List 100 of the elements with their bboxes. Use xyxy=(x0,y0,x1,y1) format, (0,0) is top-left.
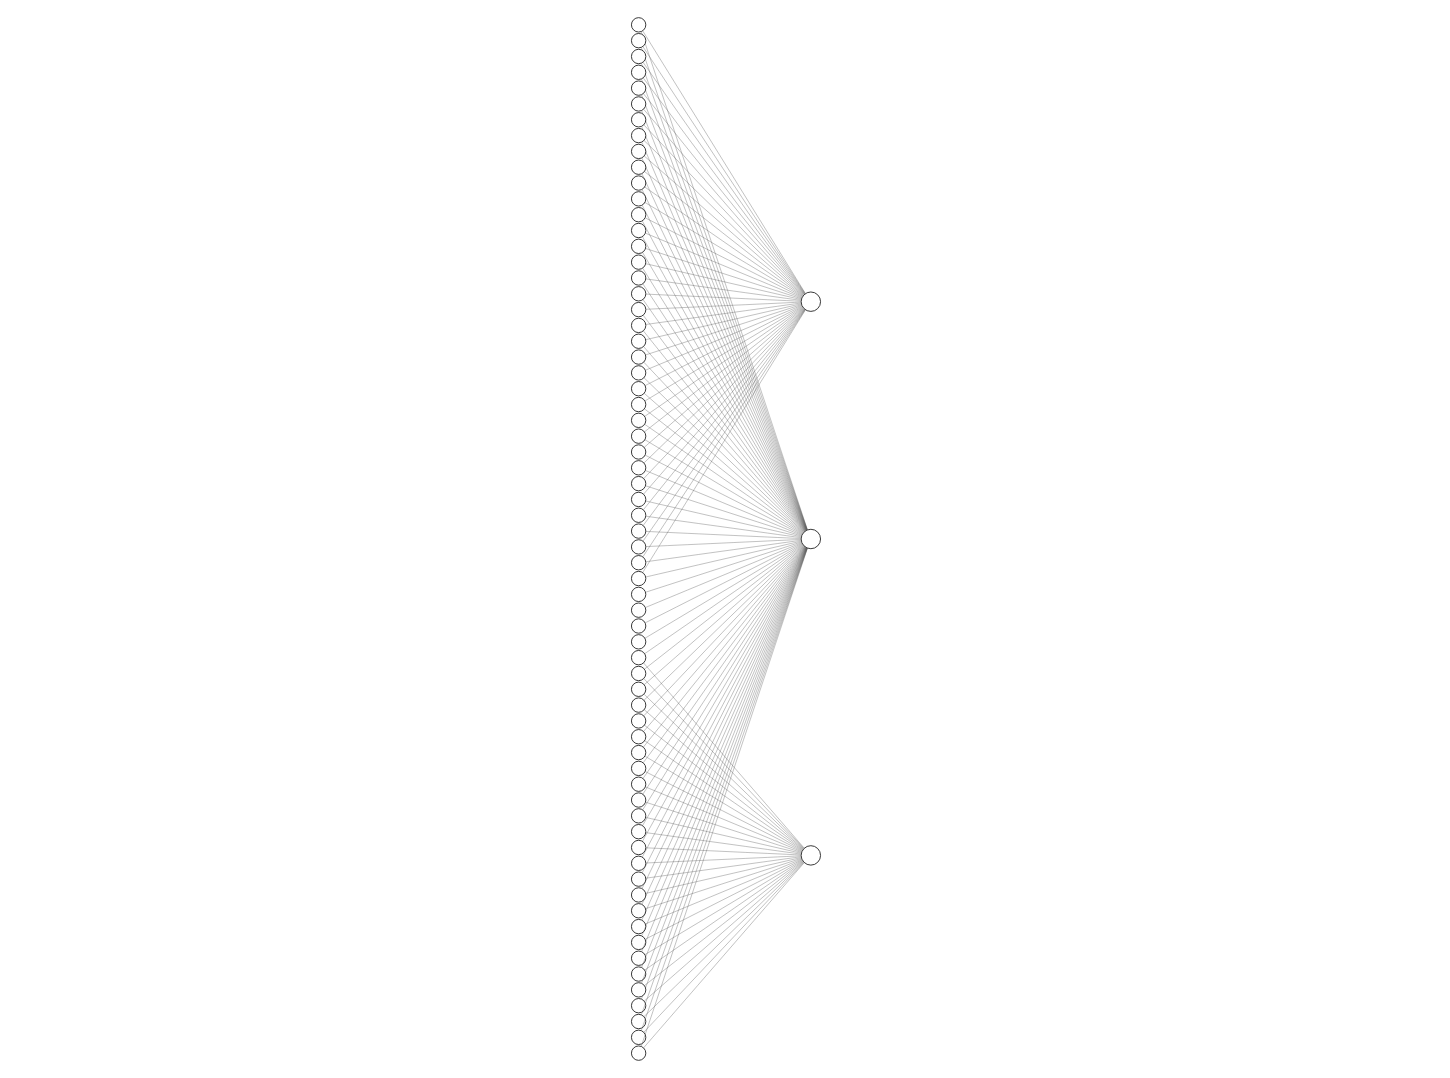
node-circle xyxy=(630,523,646,539)
connector xyxy=(644,771,802,852)
connector xyxy=(644,856,801,879)
node-circle xyxy=(630,349,646,365)
connector xyxy=(644,786,801,852)
node-circle xyxy=(630,317,646,334)
node-circle xyxy=(630,729,646,745)
node-circle xyxy=(630,396,646,413)
node-circle xyxy=(630,191,646,207)
connector xyxy=(644,858,801,909)
connector xyxy=(644,542,801,608)
connector xyxy=(644,540,801,562)
connector xyxy=(644,855,801,864)
node-circle xyxy=(630,602,646,618)
node-circle xyxy=(630,80,646,96)
connector xyxy=(644,541,801,593)
node-circle xyxy=(630,254,646,270)
connector xyxy=(644,859,802,940)
node-circle xyxy=(630,238,646,254)
node-circle xyxy=(630,143,646,160)
node-circle xyxy=(630,476,646,492)
node-circle xyxy=(630,412,646,428)
node-circle xyxy=(630,301,646,318)
connector xyxy=(644,233,801,299)
connector xyxy=(644,454,802,535)
node-circle xyxy=(630,460,646,476)
node-circle xyxy=(630,713,646,729)
connector xyxy=(644,539,801,547)
connector xyxy=(644,304,801,356)
node-circle xyxy=(630,96,646,112)
node-circle xyxy=(630,17,646,33)
node-circle xyxy=(630,966,646,982)
connector xyxy=(644,485,801,537)
node-circle xyxy=(630,665,646,682)
connector xyxy=(644,543,802,624)
node-circle xyxy=(630,207,646,223)
node-circle xyxy=(630,64,646,80)
node-circle xyxy=(630,286,646,302)
node-circle xyxy=(630,934,646,951)
connector xyxy=(644,847,801,856)
node-circle xyxy=(630,982,646,998)
connector xyxy=(644,305,801,371)
connector xyxy=(644,470,801,536)
node-circle xyxy=(630,365,646,381)
node-circle xyxy=(630,48,646,65)
node-circle xyxy=(630,1045,646,1061)
node-circle xyxy=(630,33,646,49)
node-circle xyxy=(630,491,646,508)
node-circle xyxy=(630,570,646,587)
node-circle xyxy=(630,681,646,697)
connector xyxy=(644,217,802,298)
node-circle xyxy=(630,744,646,761)
connector xyxy=(644,516,801,538)
node-circle xyxy=(630,1029,646,1045)
node-circle xyxy=(630,555,646,571)
node-circle xyxy=(630,270,646,286)
node-circle xyxy=(630,175,646,191)
node-circle xyxy=(630,159,646,175)
connector xyxy=(643,202,802,298)
connector xyxy=(644,305,802,386)
node-circle xyxy=(630,903,646,919)
node-circle xyxy=(630,112,646,128)
node-circle xyxy=(630,634,646,650)
node-circle xyxy=(630,760,646,777)
connector xyxy=(644,500,801,538)
node-circle xyxy=(630,697,646,713)
connector xyxy=(644,531,801,539)
node-circle xyxy=(799,845,820,866)
node-circle xyxy=(630,381,646,397)
connector xyxy=(644,293,801,302)
node-circle xyxy=(630,127,646,144)
node-circle xyxy=(630,871,646,887)
node-circle xyxy=(630,808,646,824)
node-circle xyxy=(630,222,646,239)
node-circle xyxy=(630,918,646,935)
node-circle xyxy=(630,776,646,792)
node-circle xyxy=(630,444,646,460)
node-circle xyxy=(630,792,646,808)
node-circle xyxy=(630,839,646,856)
connector xyxy=(644,832,801,855)
connector xyxy=(644,857,801,894)
node-circle xyxy=(799,528,820,550)
node-circle xyxy=(630,507,646,523)
connector xyxy=(644,540,801,578)
node-circle xyxy=(630,855,646,871)
node-circle xyxy=(630,1013,646,1030)
connector xyxy=(644,301,801,310)
node-circle xyxy=(630,539,646,555)
connector xyxy=(644,817,801,854)
connector xyxy=(644,263,801,300)
node-circle xyxy=(630,333,646,349)
connector xyxy=(644,802,801,853)
node-circle xyxy=(630,586,646,602)
connector xyxy=(644,248,801,299)
connector xyxy=(644,303,801,340)
node-circle xyxy=(630,950,646,966)
node-circle xyxy=(799,291,820,312)
node-circle xyxy=(630,650,646,666)
node-circle xyxy=(630,428,646,444)
connector xyxy=(644,858,801,925)
